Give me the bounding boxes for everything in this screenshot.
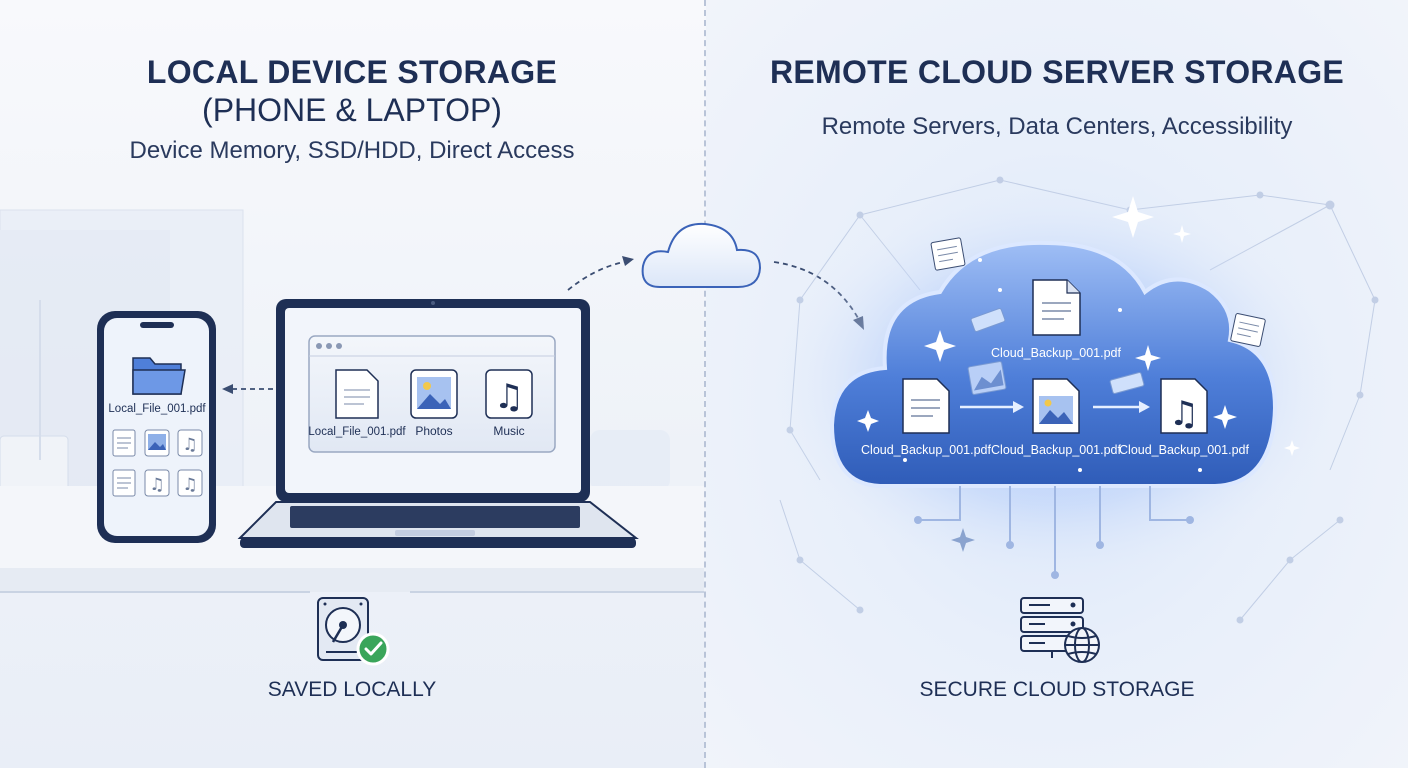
- phone-doc-icon: [112, 429, 136, 457]
- desk-edge: [0, 568, 704, 592]
- hard-drive-icon: [317, 597, 369, 661]
- cloud-subtitle: Remote Servers, Data Centers, Accessibil…: [821, 113, 1293, 140]
- laptop-image-icon: [410, 369, 458, 419]
- laptop-doc-icon: [335, 369, 379, 419]
- cloud-caption: SECURE CLOUD STORAGE: [919, 678, 1195, 701]
- cloud-top-file-label: Cloud_Backup_001.pdf: [991, 346, 1121, 360]
- svg-text:♫: ♫: [182, 475, 197, 495]
- laptop-music-icon: ♫: [485, 369, 533, 419]
- laptop-device: ♫: [237, 299, 639, 548]
- cloud-title: REMOTE CLOUD SERVER STORAGE: [769, 54, 1345, 90]
- cloud-top-doc-icon: [1032, 279, 1081, 336]
- local-title: LOCAL DEVICE STORAGE: [146, 54, 558, 90]
- arrow-laptop-to-cloud: [567, 256, 634, 291]
- cloud-arrow-1: [960, 401, 1024, 413]
- phone-file-label: Local_File_001.pdf: [108, 403, 206, 415]
- phone-music-icon-3: ♫: [177, 469, 203, 497]
- cloud-file-label-3: Cloud_Backup_001.pdf: [1119, 443, 1249, 457]
- cloud-file-label-1: Cloud_Backup_001.pdf: [861, 443, 991, 457]
- laptop-file-label-2: Photos: [415, 424, 452, 438]
- local-title-line2: (PHONE & LAPTOP): [202, 92, 502, 128]
- cloud-file-label-2: Cloud_Backup_001.pdf: [991, 443, 1121, 457]
- globe-icon: [1064, 627, 1100, 663]
- folder-icon: [132, 357, 186, 395]
- local-caption: SAVED LOCALLY: [267, 678, 437, 701]
- sparkles: [857, 196, 1300, 552]
- floating-doc-icon: [930, 237, 1266, 395]
- server-icon: [1020, 597, 1084, 658]
- local-subtitle: Device Memory, SSD/HDD, Direct Access: [129, 137, 575, 164]
- svg-text:♫: ♫: [149, 475, 164, 495]
- svg-text:♫: ♫: [1169, 394, 1199, 434]
- svg-text:♫: ♫: [182, 435, 197, 455]
- phone-image-icon: [144, 429, 170, 457]
- check-icon: [356, 632, 390, 666]
- transfer-cloud-icon: [641, 222, 762, 288]
- phone-doc-icon-2: [112, 469, 136, 497]
- phone-music-icon-2: ♫: [144, 469, 170, 497]
- cloud-arrow-2: [1093, 401, 1150, 413]
- phone-device: ♫ ♫ ♫: [97, 311, 216, 543]
- cloud-doc-icon: [902, 378, 950, 434]
- network-lines: [779, 176, 1379, 624]
- svg-text:♫: ♫: [494, 377, 524, 417]
- panel-divider: [704, 0, 706, 768]
- phone-music-icon: ♫: [177, 429, 203, 457]
- laptop-file-label-1: Local_File_001.pdf: [308, 426, 406, 438]
- laptop-file-label-3: Music: [493, 424, 524, 438]
- cloud-image-icon: [1032, 378, 1080, 434]
- cloud-music-icon: ♫: [1160, 378, 1208, 434]
